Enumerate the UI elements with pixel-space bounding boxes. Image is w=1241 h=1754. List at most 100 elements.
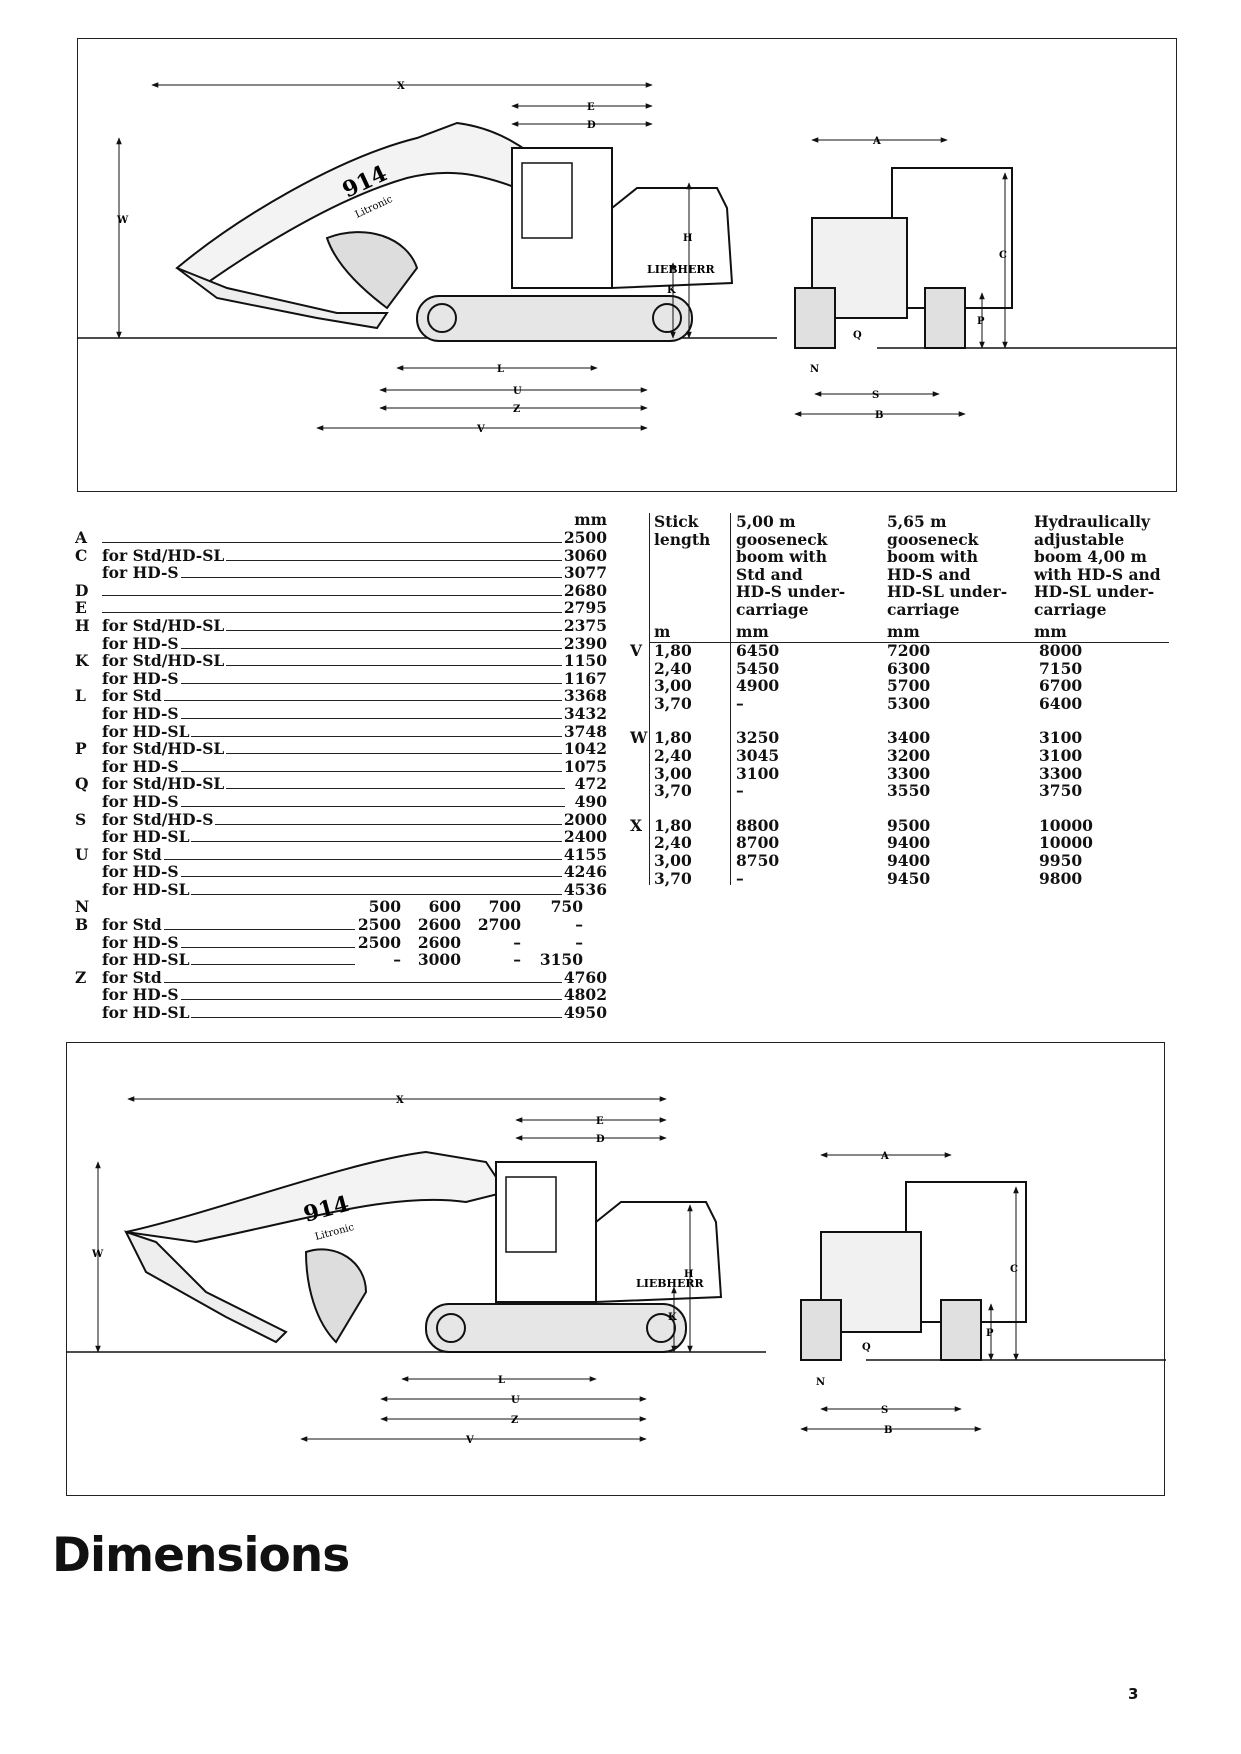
- dimension-letter: K: [75, 651, 89, 671]
- dimension-value: –: [537, 934, 583, 952]
- leader-line: [102, 946, 395, 948]
- leader-line: [102, 612, 565, 614]
- dimension-row: for HD-S 1075: [75, 758, 615, 776]
- dimension-value: 1075: [561, 756, 607, 776]
- dim-label-k: K: [667, 285, 676, 296]
- leader-line: [102, 770, 565, 772]
- leader-line: [102, 559, 565, 561]
- dimension-value: 4246: [561, 862, 607, 882]
- col2-value: 3200: [887, 745, 931, 765]
- dimension-letter: H: [75, 615, 90, 635]
- dimension-label: for HD-S: [102, 703, 181, 723]
- dimension-label: for Std/HD-SL: [102, 615, 227, 635]
- col2-value: 3300: [887, 763, 931, 783]
- col1-value: 4900: [736, 676, 780, 696]
- leader-line: [102, 542, 565, 543]
- dimension-letter: B: [75, 915, 89, 935]
- stick-length: 2,40: [654, 658, 692, 678]
- track-width-value: 600: [415, 898, 461, 917]
- dimension-value: 3060: [561, 545, 607, 565]
- leader-line: [102, 858, 565, 860]
- dimension-value: 1167: [561, 668, 607, 688]
- dimension-label: for HD-S: [102, 633, 181, 653]
- dimension-value: 490: [572, 791, 607, 811]
- dimension-letter: E: [75, 598, 87, 618]
- bottom-excavator-diagram: 914 Litronic LIEBHERR X E D W H K L U Z …: [66, 1095, 1166, 1446]
- track-width-value: 700: [475, 898, 521, 917]
- col2-value: 7200: [887, 641, 931, 660]
- col1-unit: mm: [736, 622, 769, 641]
- stick-length: 3,70: [654, 693, 692, 713]
- dimension-letter: A: [75, 528, 88, 547]
- dim-label-v: V: [476, 424, 485, 435]
- dimension-label: for HD-SL: [102, 879, 192, 899]
- dimension-row-b: for HD-SL–3000–3150: [75, 951, 615, 969]
- col2-value: 3550: [887, 781, 931, 801]
- dimension-label: for Std/HD-SL: [102, 739, 227, 759]
- dim-label-n-2: N: [816, 1377, 825, 1388]
- dimension-value: 1042: [561, 739, 607, 759]
- dimension-value: 3000: [415, 951, 461, 969]
- brand-label: LIEBHERR: [647, 263, 715, 276]
- model-sub-2: Litronic: [314, 1222, 356, 1243]
- col1-value: –: [736, 781, 744, 801]
- col2-value: 9400: [887, 850, 931, 870]
- col3-value: 9800: [1039, 868, 1083, 888]
- dimension-label: for HD-SL: [102, 827, 192, 847]
- dimension-letter: Q: [75, 774, 89, 794]
- top-diagram-frame: [77, 38, 1177, 492]
- dimension-label: for Std: [102, 844, 164, 864]
- dimension-letter: P: [75, 739, 87, 759]
- dimension-label: for HD-S: [102, 932, 181, 952]
- leader-line: [102, 629, 565, 631]
- dimension-label: for HD-S: [102, 756, 181, 776]
- dim-label-w-2: W: [91, 1249, 104, 1260]
- dim-label-z-2: Z: [511, 1415, 518, 1426]
- dimension-label: for Std: [102, 967, 164, 987]
- col3-value: 6400: [1039, 693, 1083, 713]
- col1-value: –: [736, 693, 744, 713]
- dim-label-d: D: [587, 120, 596, 131]
- leader-line: [102, 929, 395, 931]
- dim-label-p-2: P: [986, 1328, 994, 1339]
- col3-value: 8000: [1039, 641, 1083, 660]
- dimension-value: –: [475, 951, 521, 969]
- track-width-value: 500: [355, 898, 401, 917]
- stick-length: 3,70: [654, 868, 692, 888]
- col3-value: 6700: [1039, 676, 1083, 696]
- dimension-label: for Std: [102, 915, 164, 935]
- leader-line: [102, 717, 565, 719]
- dim-label-x-2: X: [396, 1095, 404, 1106]
- dim-label-p: P: [977, 316, 985, 327]
- dimension-value: 2390: [561, 633, 607, 653]
- col1-value: 8700: [736, 833, 780, 853]
- dimension-label: for Std/HD-SL: [102, 651, 227, 671]
- bottom-diagram-frame: [66, 1042, 1165, 1496]
- dim-label-u: U: [513, 386, 522, 397]
- dim-label-e: E: [587, 102, 595, 113]
- stick-row: 3,70 – 5300 6400: [654, 695, 1179, 713]
- col3-value: 10000: [1039, 815, 1093, 835]
- col1-header: 5,00 m gooseneck boom with Std and HD-S …: [736, 512, 846, 619]
- col1-value: 3045: [736, 745, 780, 765]
- col2-value: 5300: [887, 693, 931, 713]
